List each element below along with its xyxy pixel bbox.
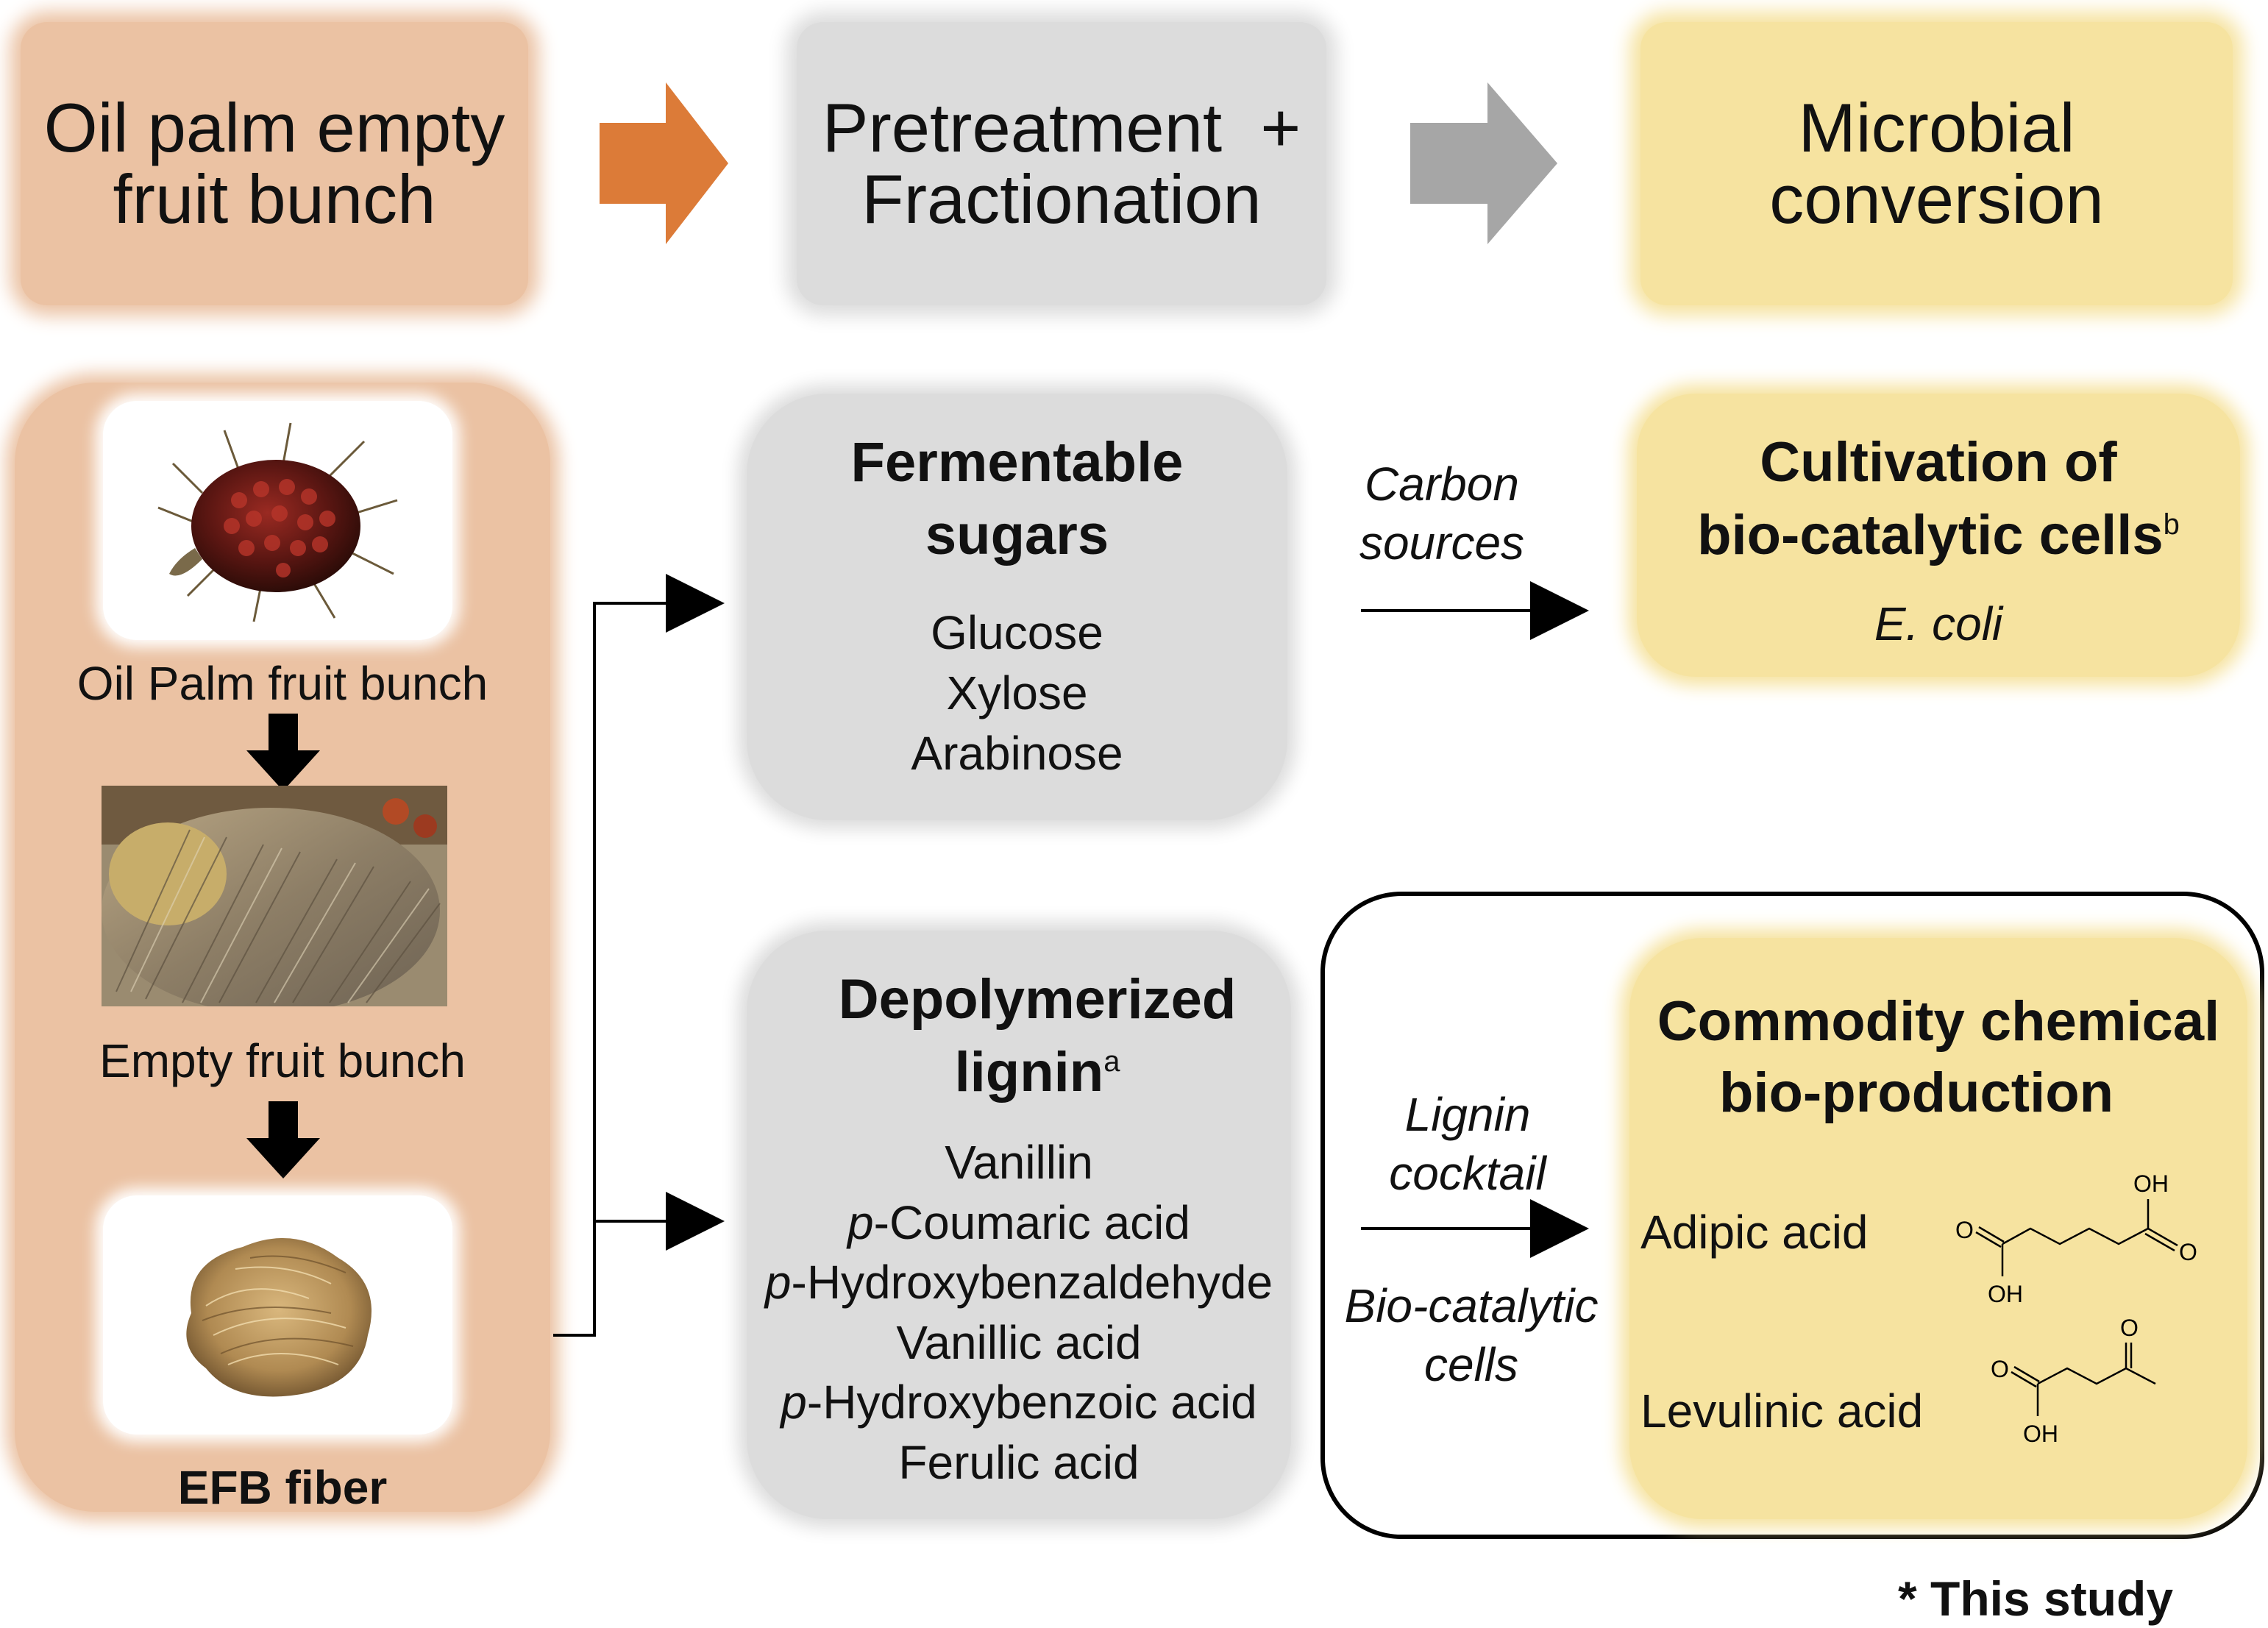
lignin-cocktail-arrow-icon <box>1361 1199 1589 1258</box>
carbon-sources-line1: Carbon <box>1365 458 1519 511</box>
step-feedstock-line2: fruit bunch <box>113 160 436 238</box>
arrow-right-grey-icon <box>1410 82 1557 244</box>
lignin-item-text: -Coumaric acid <box>873 1195 1190 1249</box>
step-microbial-box: Microbial conversion <box>1640 22 2233 305</box>
atom-oh: OH <box>2023 1421 2058 1447</box>
lignin-item: p-Hydroxybenzoic acid <box>747 1373 1291 1433</box>
efb-fiber-image <box>186 1238 372 1397</box>
sugar-item-arabinose: Arabinose <box>911 726 1123 780</box>
atom-o: O <box>1991 1356 2009 1382</box>
step-feedstock-line1: Oil palm empty <box>43 88 505 166</box>
atom-oh: OH <box>2133 1170 2169 1197</box>
sugars-title-line1: Fermentable <box>850 431 1184 494</box>
lignin-item-text: Vanillin <box>945 1136 1093 1189</box>
step-microbial-line1: Microbial <box>1798 88 2075 166</box>
empty-fruit-bunch-caption: Empty fruit bunch <box>99 1034 466 1087</box>
cultivation-title-line2: bio-catalytic cellsb <box>1637 500 2240 572</box>
this-study-outline <box>1320 892 2264 1539</box>
cultivation-title: Cultivation of bio-catalytic cellsb <box>1637 427 2240 572</box>
levulinic-acid-label: Levulinic acid <box>1640 1384 1924 1437</box>
fruit-bunch-caption: Oil Palm fruit bunch <box>77 657 488 710</box>
this-study-footnote: * This study <box>1898 1571 2174 1626</box>
empty-fruit-bunch-image <box>102 786 447 1006</box>
commodity-title-line2: bio-production <box>1718 1062 2114 1125</box>
lignin-item-prefix: p <box>847 1195 874 1249</box>
lignin-item-prefix: p <box>764 1256 792 1309</box>
arrow-down-icon <box>246 714 320 791</box>
lignin-title-line1: Depolymerized <box>838 968 1237 1031</box>
adipic-acid-label: Adipic acid <box>1640 1206 1869 1259</box>
lignin-item: p-Hydroxybenzaldehyde <box>747 1253 1291 1313</box>
lignin-cocktail-label: Lignin cocktail <box>1346 1085 1589 1203</box>
atom-o: O <box>1955 1217 1974 1243</box>
cultivation-title-line1: Cultivation of <box>1760 431 2117 494</box>
footnote-a-marker: a <box>1103 1045 1120 1078</box>
lignin-item-text: -Hydroxybenzaldehyde <box>791 1256 1273 1309</box>
footnote-b-marker: b <box>2163 508 2180 541</box>
lignin-item: Ferulic acid <box>747 1433 1291 1493</box>
oil-palm-fruit-bunch-image <box>157 422 398 622</box>
sugars-panel <box>747 394 1287 820</box>
lignin-compound-list: Vanillin p-Coumaric acid p-Hydroxybenzal… <box>747 1133 1291 1493</box>
cultivation-panel <box>1637 394 2240 677</box>
commodity-panel <box>1629 938 2247 1519</box>
step-pretreatment-box: Pretreatment + Fractionation <box>797 22 1326 305</box>
step-microbial-line2: conversion <box>1769 160 2104 238</box>
sugar-item-xylose: Xylose <box>946 666 1088 719</box>
lignin-panel <box>747 931 1291 1519</box>
cultivation-title-line2-text: bio-catalytic cells <box>1697 503 2164 566</box>
adipic-acid-structure: O OH OH O <box>1955 1170 2197 1307</box>
lignin-title-line2-text: lignin <box>954 1040 1104 1103</box>
carbon-sources-label: Carbon sources <box>1324 455 1560 572</box>
step-pretreatment-line2: Fractionation <box>861 160 1262 238</box>
lignin-item-text: Ferulic acid <box>898 1435 1140 1489</box>
lignin-item: Vanillic acid <box>747 1313 1291 1373</box>
arrow-right-orange-icon <box>600 82 728 244</box>
biocatalytic-cells-label: Bio-catalytic cells <box>1324 1276 1618 1394</box>
branch-connector <box>553 574 725 1337</box>
lignin-cocktail-line1: Lignin <box>1404 1088 1531 1141</box>
commodity-title: Commodity chemical bio-production <box>1629 986 2247 1129</box>
sugars-title-line2: sugars <box>925 503 1109 566</box>
lignin-item: p-Coumaric acid <box>747 1193 1291 1254</box>
lignin-item: Vanillin <box>747 1133 1291 1193</box>
biocatalytic-cells-line1: Bio-catalytic <box>1344 1279 1599 1332</box>
atom-o: O <box>2120 1315 2139 1341</box>
organism-label: E. coli <box>1874 597 2003 650</box>
carbon-sources-line2: sources <box>1359 516 1525 569</box>
efb-fiber-caption: EFB fiber <box>177 1461 388 1514</box>
sugars-list: Glucose Xylose Arabinose <box>747 603 1287 784</box>
lignin-item-text: Vanillic acid <box>896 1315 1142 1369</box>
biocatalytic-cells-line2: cells <box>1423 1338 1519 1391</box>
lignin-title-line2: lignina <box>765 1037 1309 1109</box>
step-feedstock-box: Oil palm empty fruit bunch <box>21 22 528 305</box>
atom-o: O <box>2179 1239 2197 1265</box>
atom-oh: OH <box>1988 1281 2023 1307</box>
carbon-sources-arrow-icon <box>1361 581 1589 640</box>
lignin-title: Depolymerized lignina <box>765 964 1309 1109</box>
arrow-down-icon <box>246 1101 320 1179</box>
step-pretreatment-line1: Pretreatment + <box>822 88 1301 166</box>
sugars-title: Fermentable sugars <box>747 427 1287 572</box>
lignin-item-prefix: p <box>781 1376 807 1429</box>
commodity-title-line1: Commodity chemical <box>1657 990 2220 1053</box>
levulinic-acid-structure: O OH O <box>1991 1315 2156 1447</box>
lignin-item-text: -Hydroxybenzoic acid <box>806 1376 1257 1429</box>
sugar-item-glucose: Glucose <box>931 606 1103 659</box>
lignin-cocktail-line2: cocktail <box>1389 1147 1546 1200</box>
